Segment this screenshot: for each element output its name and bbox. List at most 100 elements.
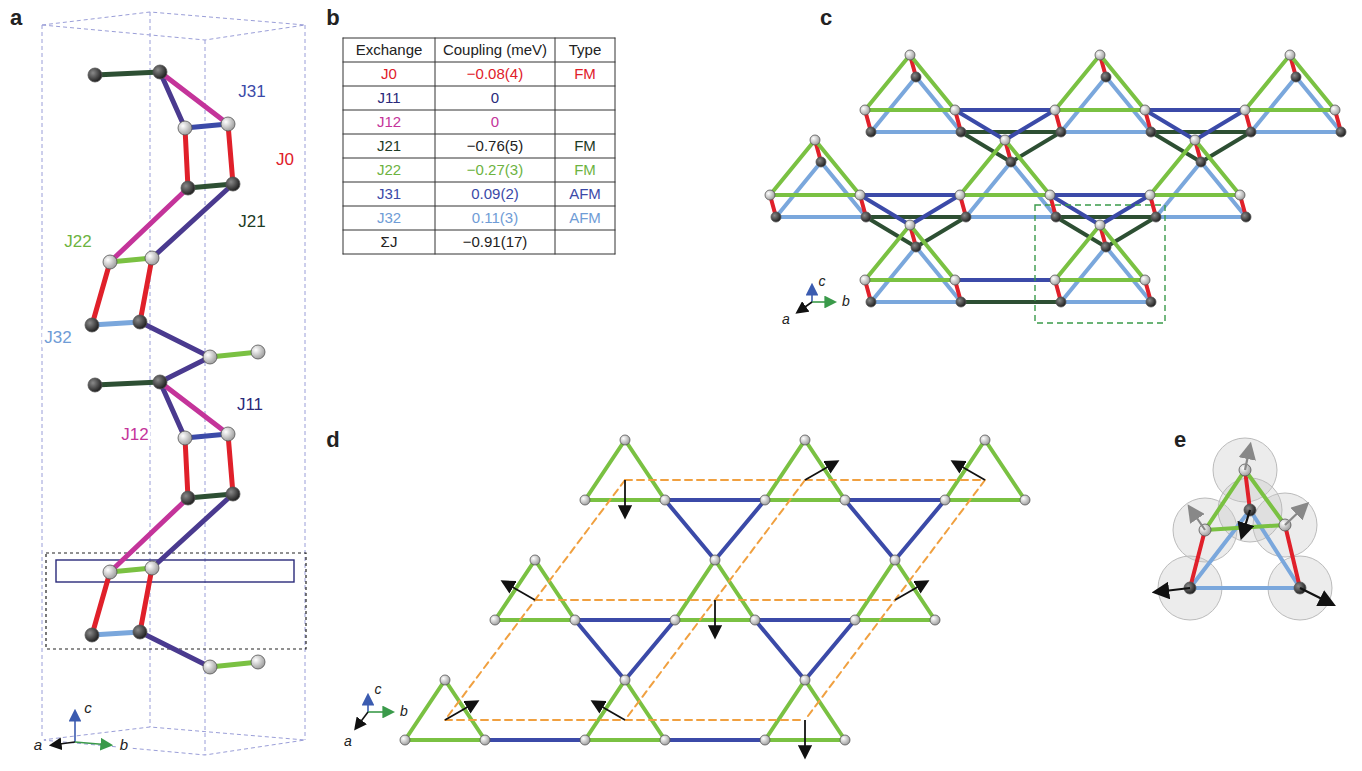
atom-sphere — [440, 675, 450, 685]
table-cell: Type — [567, 42, 604, 59]
axis-arrow — [367, 696, 369, 712]
bond-line — [770, 140, 815, 195]
bond-line — [871, 300, 961, 304]
spin-arrow — [895, 582, 926, 600]
spin-arrow — [1300, 588, 1332, 604]
atom-sphere — [1101, 242, 1111, 252]
bond-line — [1061, 247, 1106, 302]
bond-line — [405, 680, 445, 740]
bond-line — [916, 247, 961, 302]
axis-label: c — [817, 274, 828, 289]
bond-line — [1245, 108, 1335, 112]
panel-letter: d — [324, 428, 341, 452]
table-cell: FM — [572, 66, 598, 83]
bond-line — [1145, 110, 1195, 140]
table-cell: 0 — [489, 90, 501, 107]
bond-line — [715, 560, 755, 620]
bond-line — [910, 195, 960, 225]
bond-line — [815, 140, 860, 195]
atom-sphere — [861, 212, 871, 222]
table-rule — [555, 38, 556, 254]
bond-line — [1056, 217, 1106, 247]
bond-line — [860, 195, 910, 225]
exchange-label: J31 — [236, 83, 267, 102]
atom-sphere — [1056, 297, 1066, 307]
atom-sphere — [221, 427, 235, 441]
bond-line — [160, 382, 228, 434]
table-rule — [435, 38, 436, 254]
bond-line — [95, 382, 160, 385]
exchange-label: J22 — [62, 233, 93, 252]
atom-sphere — [1020, 495, 1030, 505]
atom-sphere — [1051, 212, 1061, 222]
bond-line — [871, 130, 961, 134]
bond-line — [185, 128, 188, 188]
atom-sphere — [911, 72, 921, 82]
table-cell: J21 — [375, 138, 403, 155]
exchange-label: J21 — [236, 213, 267, 232]
bond-line — [1055, 108, 1145, 112]
table-rule — [343, 230, 615, 231]
spin-arrow — [504, 582, 535, 600]
bond-line — [625, 440, 665, 500]
chain-structure — [85, 65, 265, 674]
atom-sphere — [930, 615, 940, 625]
exchange-label: J32 — [42, 329, 73, 348]
bond-line — [895, 500, 945, 560]
atom-sphere — [980, 435, 990, 445]
atom-sphere — [890, 555, 900, 565]
bond-line — [805, 680, 845, 740]
atom-sphere — [1196, 157, 1206, 167]
bond-line — [805, 440, 845, 500]
atom-sphere — [860, 275, 870, 285]
atom-sphere — [866, 297, 876, 307]
table-rule — [343, 38, 344, 254]
atom-sphere — [1235, 190, 1245, 200]
bond-line — [865, 225, 910, 280]
bond-line — [865, 108, 955, 112]
bond-line — [1151, 132, 1201, 162]
bond-line — [185, 438, 188, 498]
atom-sphere — [133, 625, 147, 639]
atom-sphere — [181, 181, 195, 195]
unit-cell-edge — [305, 25, 306, 740]
bond-line — [1156, 215, 1246, 219]
bond-line — [961, 300, 1061, 304]
atom-sphere — [1056, 127, 1066, 137]
bond-line — [575, 618, 675, 622]
exchange-label: J11 — [235, 396, 265, 415]
table-cell: J22 — [375, 162, 403, 179]
atom-sphere — [1045, 190, 1055, 200]
table-cell: −0.27(3) — [465, 162, 525, 179]
bond-line — [1151, 130, 1251, 134]
bond-line — [961, 132, 1011, 162]
bond-line — [575, 620, 625, 680]
atom-sphere — [1095, 50, 1105, 60]
bond-line — [715, 500, 765, 560]
table-cell: J11 — [375, 90, 402, 107]
spin-arrow — [804, 720, 806, 756]
atom-sphere — [1000, 135, 1010, 145]
bond-line — [1190, 586, 1300, 590]
bond-line — [1106, 77, 1151, 132]
bond-line — [152, 184, 233, 258]
axis-label: b — [840, 294, 852, 309]
bond-line — [1245, 55, 1290, 110]
atom-sphere — [760, 735, 770, 745]
table-cell: AFM — [567, 210, 603, 227]
bond-line — [1106, 247, 1151, 302]
table-rule — [343, 254, 615, 255]
bond-line — [776, 215, 866, 219]
axis-arrow — [52, 742, 75, 745]
atom-sphere — [660, 735, 670, 745]
table-cell: J31 — [375, 186, 403, 203]
atom-sphere — [771, 212, 781, 222]
atom-sphere — [1006, 157, 1016, 167]
atom-sphere — [956, 127, 966, 137]
layer-highlight — [56, 560, 294, 582]
spin-arrow — [954, 462, 985, 480]
spin-arrow — [445, 702, 476, 720]
atom-sphere — [145, 561, 159, 575]
table-cell: FM — [572, 138, 598, 155]
